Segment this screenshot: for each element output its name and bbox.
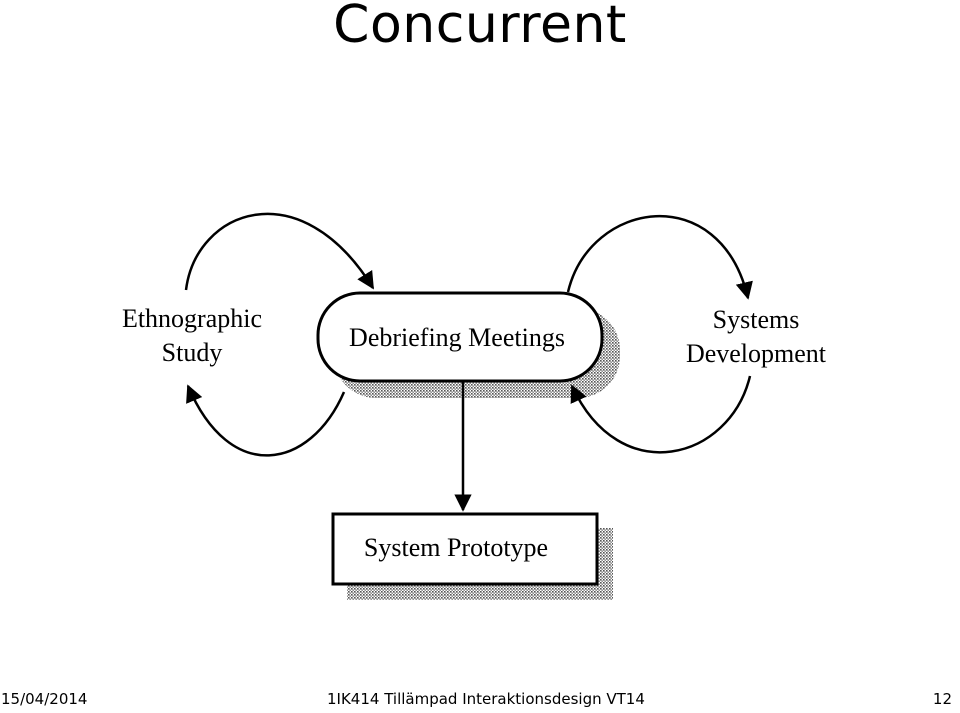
slide-title: Concurrent bbox=[333, 0, 627, 55]
footer-course: 1IK414 Tillämpad Interaktionsdesign VT14 bbox=[327, 690, 645, 708]
system-prototype-box bbox=[331, 512, 599, 586]
footer-page-number: 12 bbox=[932, 690, 952, 708]
ethnographic-study-node: Ethnographic Study bbox=[122, 304, 262, 367]
debriefing-meetings-box bbox=[316, 291, 604, 383]
ethnographic-study-label-line1: Ethnographic bbox=[122, 304, 262, 333]
systems-development-label-line2: Development bbox=[686, 339, 827, 368]
systems-development-label-line1: Systems bbox=[713, 305, 800, 334]
arrow-systems-to-debriefing bbox=[570, 375, 752, 454]
arrow-ethnographic-to-debriefing bbox=[184, 212, 375, 291]
system-prototype-node: System Prototype bbox=[331, 512, 613, 600]
systems-development-node: Systems Development bbox=[686, 305, 827, 368]
arrow-debriefing-to-ethnographic bbox=[186, 384, 346, 457]
system-prototype-label: System Prototype bbox=[364, 533, 548, 562]
footer-date: 15/04/2014 bbox=[1, 690, 88, 708]
arrow-debriefing-to-systems bbox=[566, 214, 753, 300]
debriefing-meetings-label: Debriefing Meetings bbox=[349, 323, 565, 352]
debriefing-meetings-node: Debriefing Meetings bbox=[316, 291, 620, 398]
ethnographic-study-label-line2: Study bbox=[162, 338, 223, 367]
